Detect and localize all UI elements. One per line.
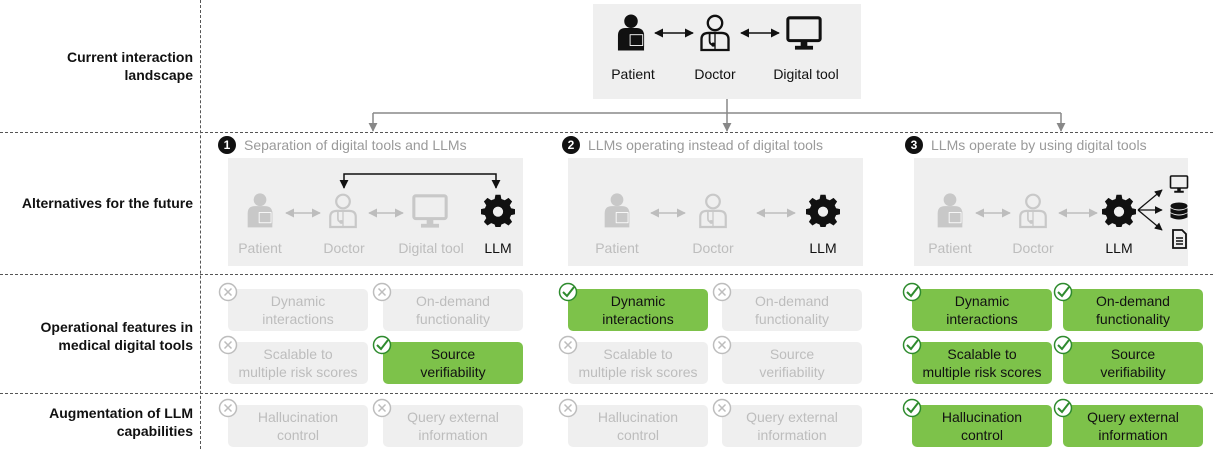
- row-label-alternatives: Alternatives for the future: [21, 195, 193, 211]
- cross-icon: [712, 282, 732, 302]
- doctor-icon: [1018, 193, 1048, 229]
- alt3-on-demand-functionality: On-demand functionality: [1063, 289, 1203, 331]
- alt3-query-external-info: Query external information: [1063, 405, 1203, 447]
- document-icon: [1172, 229, 1187, 249]
- patient-icon: [247, 193, 273, 228]
- alternative-3-title: LLMs operate by using digital tools: [931, 137, 1147, 153]
- row-divider-2: [0, 274, 1213, 275]
- patient-doctor-arrow: [650, 208, 686, 218]
- gear-icon: [1102, 194, 1136, 227]
- check-icon: [1053, 335, 1073, 355]
- patient-doctor-arrow: [975, 208, 1011, 218]
- alt2-patient-label: Patient: [595, 240, 639, 256]
- database-icon: [1170, 202, 1188, 220]
- doctor-tool-arrow: [740, 28, 780, 38]
- check-icon: [902, 282, 922, 302]
- alternative-1-title: Separation of digital tools and LLMs: [244, 137, 467, 153]
- alt1-dynamic-interactions: Dynamic interactions: [228, 289, 368, 331]
- alt2-query-external-info: Query external information: [722, 405, 862, 447]
- doctor-llm-arrow: [1058, 208, 1098, 218]
- alt3-source-verifiability: Source verifiability: [1063, 342, 1203, 384]
- alt1-tool-label: Digital tool: [398, 240, 464, 256]
- alt2-dynamic-interactions: Dynamic interactions: [568, 289, 708, 331]
- alt2-hallucination-control: Hallucination control: [568, 405, 708, 447]
- row-label-augmentation: Augmentation of LLM capabilities: [49, 405, 193, 439]
- alt1-hallucination-control: Hallucination control: [228, 405, 368, 447]
- monitor-icon: [1169, 175, 1189, 194]
- alt1-doctor-label: Doctor: [323, 240, 365, 256]
- check-icon: [902, 398, 922, 418]
- cross-icon: [218, 335, 238, 355]
- doctor-icon: [328, 193, 358, 229]
- current-patient-label: Patient: [611, 66, 655, 82]
- alt3-dynamic-interactions: Dynamic interactions: [912, 289, 1052, 331]
- row-divider-1: [0, 132, 1213, 133]
- current-landscape-panel: [593, 4, 861, 99]
- alt3-hallucination-control: Hallucination control: [912, 405, 1052, 447]
- alternative-3-number: 3: [905, 136, 923, 154]
- patient-doctor-arrow: [654, 28, 694, 38]
- cross-icon: [372, 398, 392, 418]
- check-icon: [372, 335, 392, 355]
- alt2-scalable-risk-scores: Scalable to multiple risk scores: [568, 342, 708, 384]
- alt3-doctor-label: Doctor: [1012, 240, 1054, 256]
- doctor-tool-arrow: [368, 208, 404, 218]
- doctor-icon: [698, 193, 728, 229]
- patient-icon: [604, 193, 630, 228]
- row-label-divider: [200, 0, 201, 449]
- row-label-current: Current interaction landscape: [66, 49, 193, 83]
- cross-icon: [712, 398, 732, 418]
- doctor-llm-arrow: [756, 208, 796, 218]
- check-icon: [902, 335, 922, 355]
- patient-icon: [937, 193, 963, 228]
- check-icon: [1053, 398, 1073, 418]
- check-icon: [1053, 282, 1073, 302]
- gear-icon: [481, 194, 515, 227]
- cross-icon: [218, 282, 238, 302]
- gear-icon: [806, 194, 840, 227]
- check-icon: [558, 282, 578, 302]
- cross-icon: [558, 335, 578, 355]
- alt3-patient-label: Patient: [928, 240, 972, 256]
- alt1-patient-label: Patient: [238, 240, 282, 256]
- alternative-2-title: LLMs operating instead of digital tools: [588, 137, 824, 153]
- llm-tools-fanout: [1137, 189, 1163, 231]
- cross-icon: [712, 335, 732, 355]
- alt1-source-verifiability: Source verifiability: [383, 342, 523, 384]
- branch-connectors: [368, 99, 1066, 132]
- alt2-source-verifiability: Source verifiability: [722, 342, 862, 384]
- alt3-scalable-risk-scores: Scalable to multiple risk scores: [912, 342, 1052, 384]
- monitor-icon: [412, 194, 448, 229]
- alt2-on-demand-functionality: On-demand functionality: [722, 289, 862, 331]
- row-label-operational: Operational features in medical digital …: [40, 319, 193, 353]
- current-doctor-label: Doctor: [694, 66, 736, 82]
- doctor-llm-connector: [339, 173, 501, 189]
- patient-doctor-arrow: [285, 208, 321, 218]
- cross-icon: [372, 282, 392, 302]
- alt1-scalable-risk-scores: Scalable to multiple risk scores: [228, 342, 368, 384]
- alt1-llm-label: LLM: [484, 240, 512, 256]
- alt2-llm-label: LLM: [809, 240, 837, 256]
- alt1-on-demand-functionality: On-demand functionality: [383, 289, 523, 331]
- alt1-query-external-info: Query external information: [383, 405, 523, 447]
- row-divider-3: [0, 393, 1213, 394]
- cross-icon: [558, 398, 578, 418]
- current-tool-label: Digital tool: [773, 66, 839, 82]
- alt3-llm-label: LLM: [1105, 240, 1133, 256]
- alternative-1-number: 1: [218, 136, 236, 154]
- cross-icon: [218, 398, 238, 418]
- alternative-2-number: 2: [562, 136, 580, 154]
- alt2-doctor-label: Doctor: [692, 240, 734, 256]
